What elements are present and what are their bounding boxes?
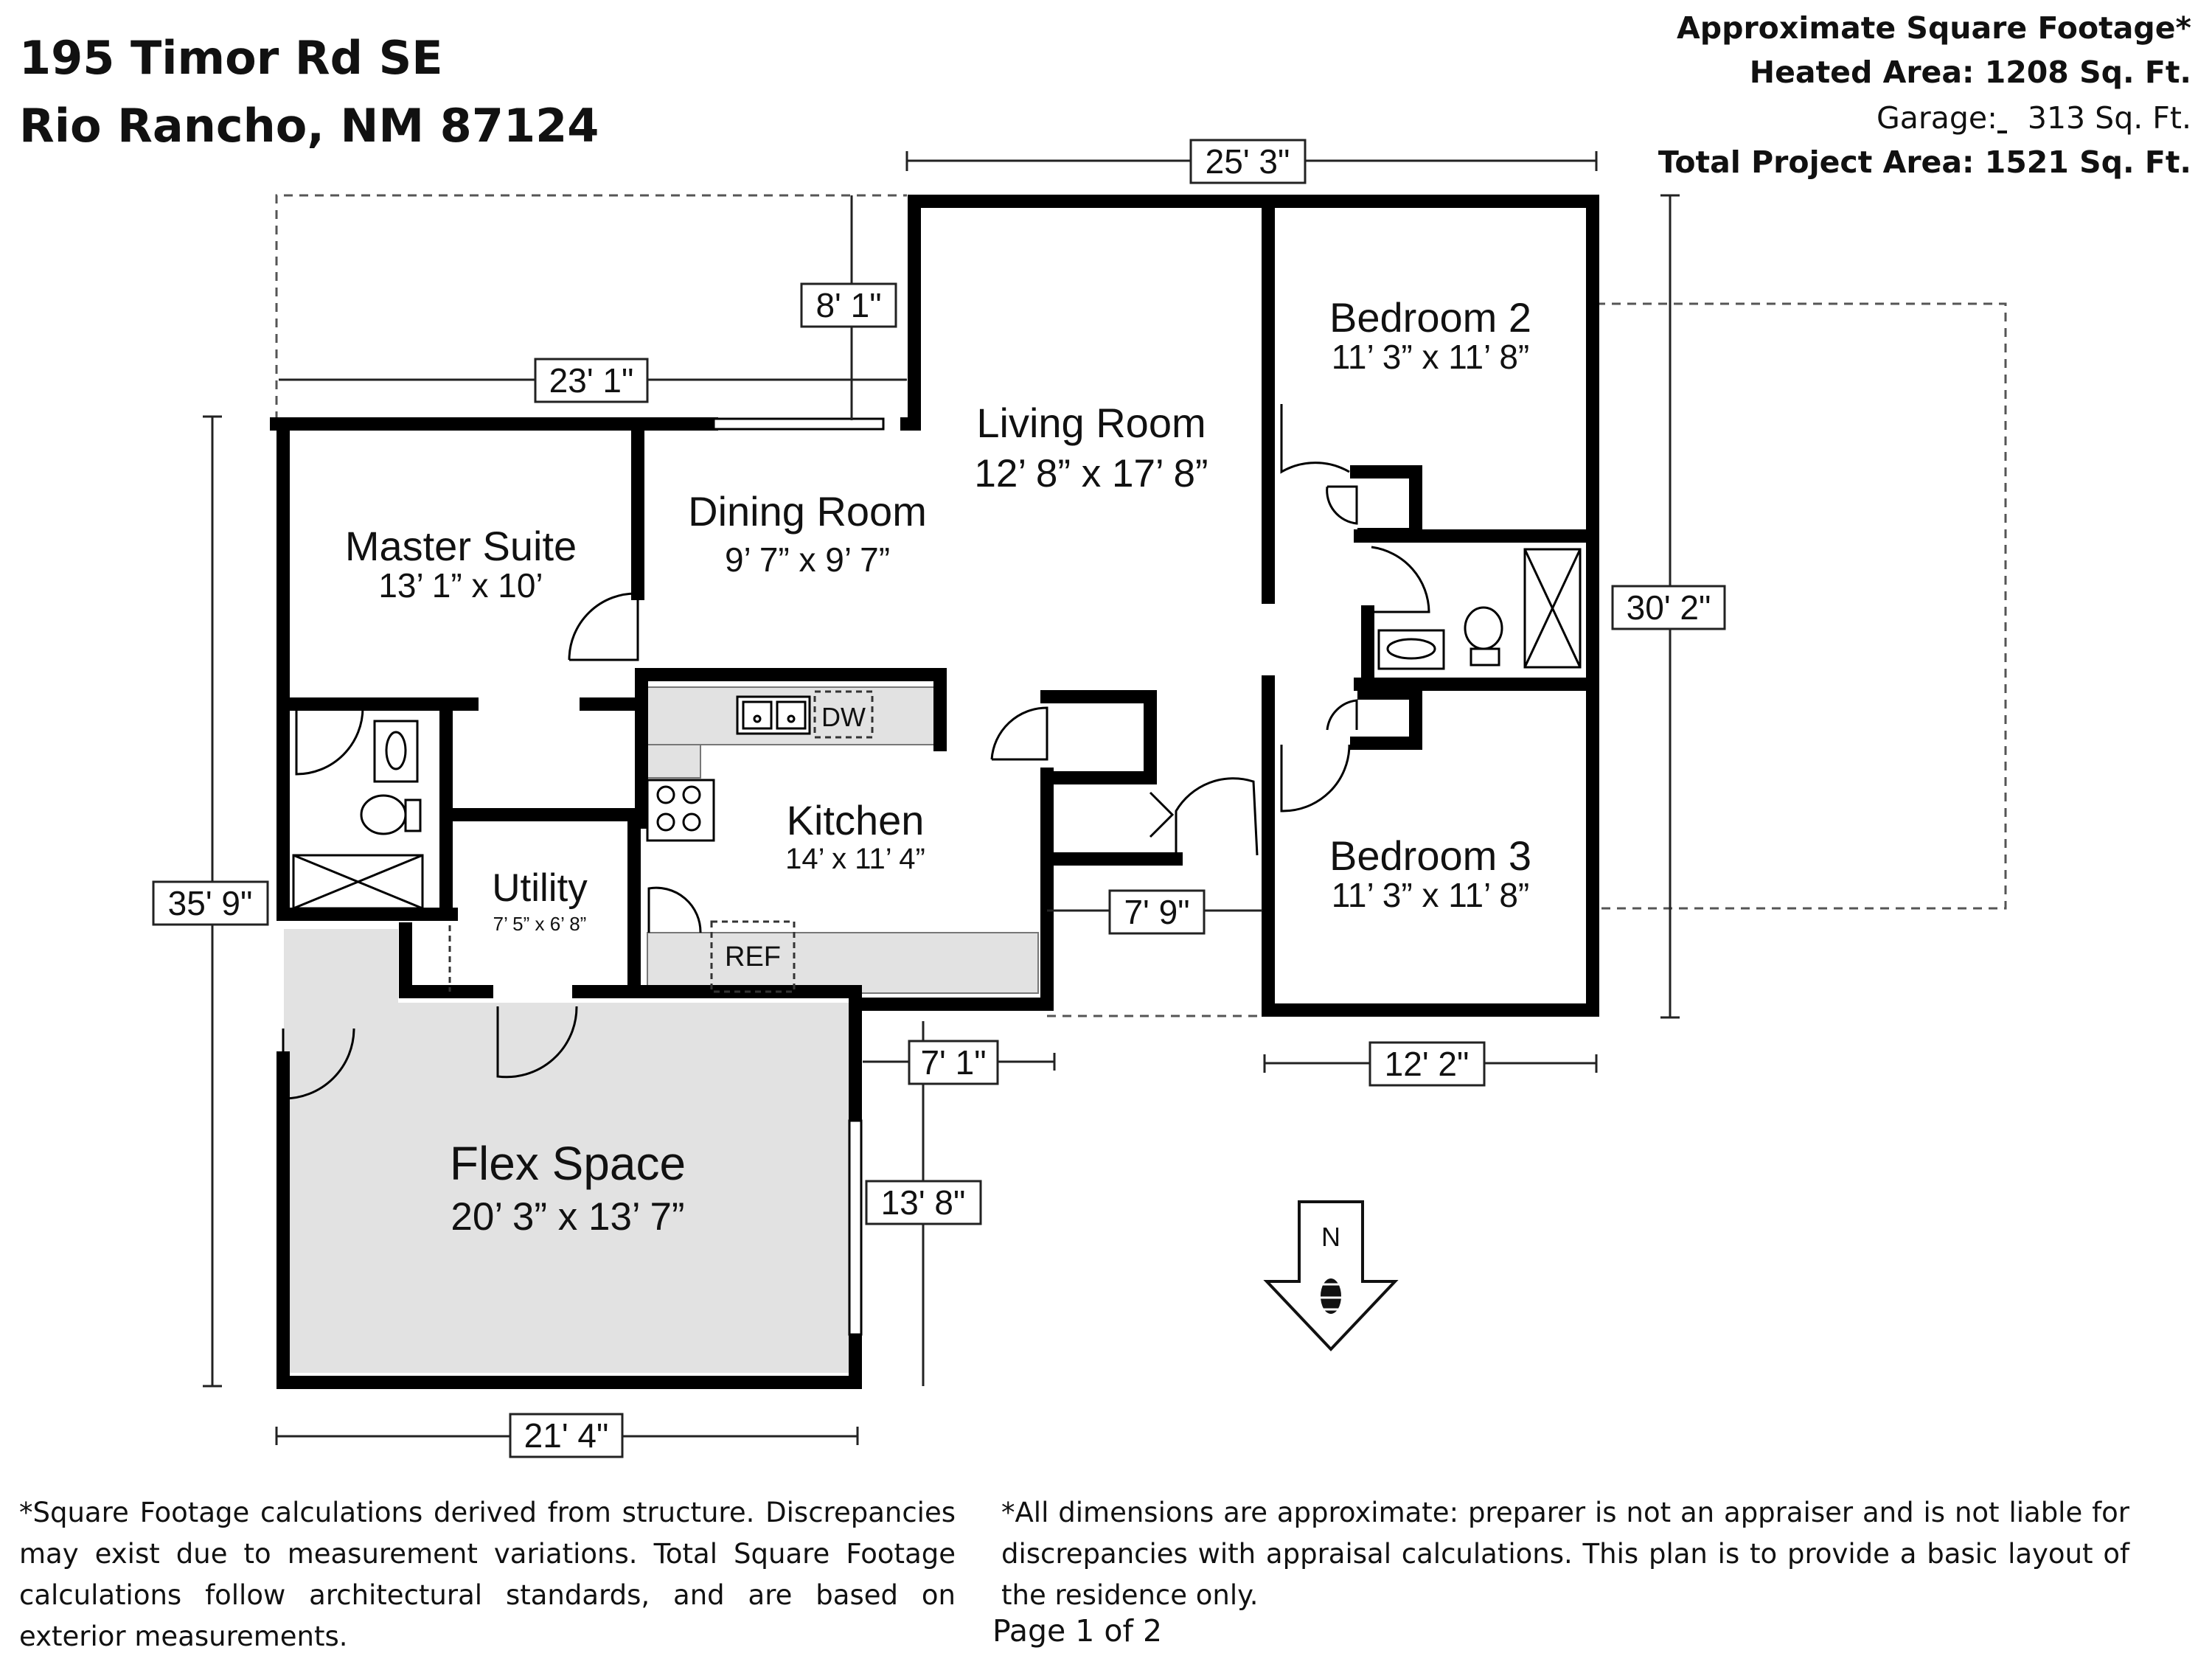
fixtures [292,548,1582,910]
note-dimensions: *All dimensions are approximate: prepare… [1001,1497,2129,1611]
bedroom3-dims: 11’ 3” x 11’ 8” [1332,876,1529,914]
dim-top-width: 25' 3" [1206,142,1290,181]
refrigerator-label: REF [725,942,781,972]
front-door [1175,777,1259,856]
address-line2: Rio Rancho, NM 87124 [19,99,599,153]
dim-flex-offset: 7' 1" [920,1043,986,1082]
room-labels: Living Room 12’ 8” x 17’ 8” Dining Room … [345,294,1531,1239]
bed2-door [1280,404,1350,474]
sqft-garage-row: Garage: 313 Sq. Ft. [1877,100,2191,136]
dimension-labels: 25' 3" 8' 1" 23' 1" 30' 2" 35' 9" 7' 9" … [168,142,1711,1455]
sqft-total-label: Total Project Area: [1658,145,1975,180]
refrigerator-outline [710,920,796,993]
dashed-appliances [448,690,874,993]
dim-flex-height: 13' 8" [881,1183,966,1222]
flex-door [496,1006,578,1079]
dim-entry-width: 7' 9" [1124,893,1189,931]
bedroom2-dims: 11’ 3” x 11’ 8” [1332,338,1529,376]
windows [618,417,1447,1389]
compass-icon: N [1263,1200,1399,1351]
dining-room-dims: 9’ 7” x 9’ 7” [725,540,890,579]
utility-dims: 7’ 5” x 6’ 8” [493,913,587,935]
dim-bedroom3-width: 12' 2" [1385,1045,1470,1083]
garage-entry-door [282,1028,355,1100]
bath-closet-top [1350,465,1422,541]
sqft-title: Approximate Square Footage* [1677,10,2191,46]
closet-door [990,706,1048,761]
master-suite-dims: 13’ 1” x 10’ [378,566,543,605]
master-door [568,592,639,661]
flex-space-name: Flex Space [450,1137,686,1190]
dim-right-height: 30' 2" [1627,588,1711,627]
hall-closet-door [1149,791,1175,838]
kitchen-dims: 14’ x 11’ 4” [785,843,925,875]
kitchen-bottom-wall [849,768,1054,1011]
utility-name: Utility [492,866,588,910]
sqft-heated-label: Heated Area: [1749,55,1975,90]
floor-plan-drawing: 25' 3" 8' 1" 23' 1" 30' 2" 35' 9" 7' 9" … [152,139,2007,1458]
dashed-outlines [275,194,2007,1017]
note-square-footage: *Square Footage calculations derived fro… [19,1497,956,1652]
sqft-total-value: 1521 Sq. Ft. [1984,145,2191,180]
flex-space-dims: 20’ 3” x 13’ 7” [451,1195,684,1239]
sqft-heated-value: 1208 Sq. Ft. [1984,55,2191,90]
gray-fills [284,686,1039,1373]
bath-door [295,707,364,776]
stove [646,779,715,842]
master-suite-name: Master Suite [345,523,577,569]
dining-room-name: Dining Room [688,488,927,535]
bedroom2-name: Bedroom 2 [1329,294,1531,341]
dim-flex-width: 21' 4" [524,1416,609,1455]
bed3-closet-door [1326,699,1358,731]
dishwasher-label: DW [821,702,866,732]
kitchen-top-wall [635,668,947,751]
exterior-wall-upper [900,195,1599,1017]
doors [282,404,1430,1100]
dimension-boxes [152,139,1726,1458]
compass-label: N [1321,1222,1340,1252]
living-room-name: Living Room [976,400,1206,446]
bed3-closet [1350,686,1422,750]
utility-door [647,886,702,933]
living-room-dims: 12’ 8” x 17’ 8” [974,452,1208,495]
bath-main-door [1368,546,1430,613]
page-number: Page 1 of 2 [992,1613,1163,1649]
sqft-total-row: Total Project Area: 1521 Sq. Ft. [1658,145,2191,180]
sqft-garage-value: 313 Sq. Ft. [2027,100,2191,136]
toilet-master [360,794,407,835]
kitchen-name: Kitchen [787,797,925,843]
dim-left-height: 35' 9" [168,884,253,922]
address-line1: 195 Timor Rd SE [19,31,443,85]
bed3-door [1280,744,1351,812]
sqft-heated-row: Heated Area: 1208 Sq. Ft. [1750,55,2191,90]
toilet-hall [1464,606,1503,650]
walls [270,195,1599,1389]
bedroom3-name: Bedroom 3 [1329,832,1531,879]
dim-left-notch-width: 23' 1" [549,361,634,400]
sqft-garage-label: Garage: [1877,100,1997,136]
closet-entry [1040,690,1157,784]
bed2-closet-door [1326,485,1358,525]
dim-left-notch-height: 8' 1" [815,286,881,324]
